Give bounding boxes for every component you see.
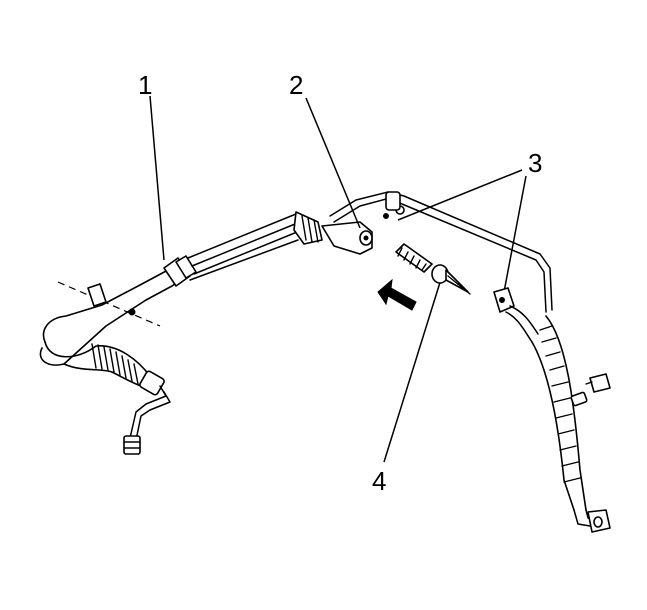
direction-arrow <box>377 278 417 311</box>
sealing-washer-fitting <box>321 221 373 255</box>
seal-installer-tool <box>395 243 471 295</box>
leader-4 <box>383 275 443 463</box>
left-bolt <box>128 308 136 316</box>
callout-2: 2 <box>289 70 303 100</box>
left-hose-lower-outline-2 <box>63 363 147 389</box>
right-bottom-port <box>593 516 603 528</box>
middle-line-assembly <box>187 205 405 281</box>
tool-tip <box>445 269 469 293</box>
right-side-clip <box>570 391 588 407</box>
left-hose-lower-outline <box>44 341 151 377</box>
tool-knurl-marks <box>397 247 427 271</box>
tool-knurled-grip <box>395 243 433 273</box>
right-hose-corrugation <box>539 325 581 483</box>
right-side-bracket <box>589 373 611 393</box>
right-hose-left-edge <box>531 341 575 511</box>
callout-4: 4 <box>372 466 386 496</box>
right-hose-neck-2 <box>505 311 533 343</box>
middle-line-3 <box>193 229 303 275</box>
middle-line-4 <box>189 239 299 281</box>
left-crimp-fitting <box>139 370 165 396</box>
upper-right-line-a <box>329 191 553 311</box>
mount-centerline-left <box>57 281 161 327</box>
left-hose-sleeve-2 <box>175 255 197 279</box>
upper-right-line-b <box>333 197 547 313</box>
left-bracket <box>87 283 107 307</box>
leader-3b <box>503 175 527 293</box>
callout-1: 1 <box>138 70 152 100</box>
right-hose-right-edge <box>545 315 587 511</box>
left-hose-assembly <box>39 255 197 455</box>
fitting-port-center <box>363 235 369 241</box>
right-hose-neck <box>509 305 539 335</box>
upper-right-end-cap <box>385 191 401 211</box>
left-hose-outline-bottom <box>39 275 187 366</box>
leader-2 <box>305 97 361 229</box>
right-bottom-line <box>573 509 591 527</box>
middle-line-2 <box>191 221 301 267</box>
left-end-fitting <box>123 435 141 455</box>
right-hose-assembly <box>493 287 611 533</box>
corrugation-left <box>91 343 139 385</box>
left-metal-line-2 <box>135 391 171 441</box>
leader-lines <box>149 95 527 463</box>
right-fitting-port <box>499 297 505 303</box>
callout-3: 3 <box>528 148 542 178</box>
left-hose-outline-top <box>42 261 181 343</box>
leader-1 <box>149 95 165 261</box>
middle-line-1 <box>187 213 297 259</box>
washer-dot-1 <box>383 213 389 219</box>
leader-3a <box>397 169 523 221</box>
upper-right-line <box>329 191 553 313</box>
